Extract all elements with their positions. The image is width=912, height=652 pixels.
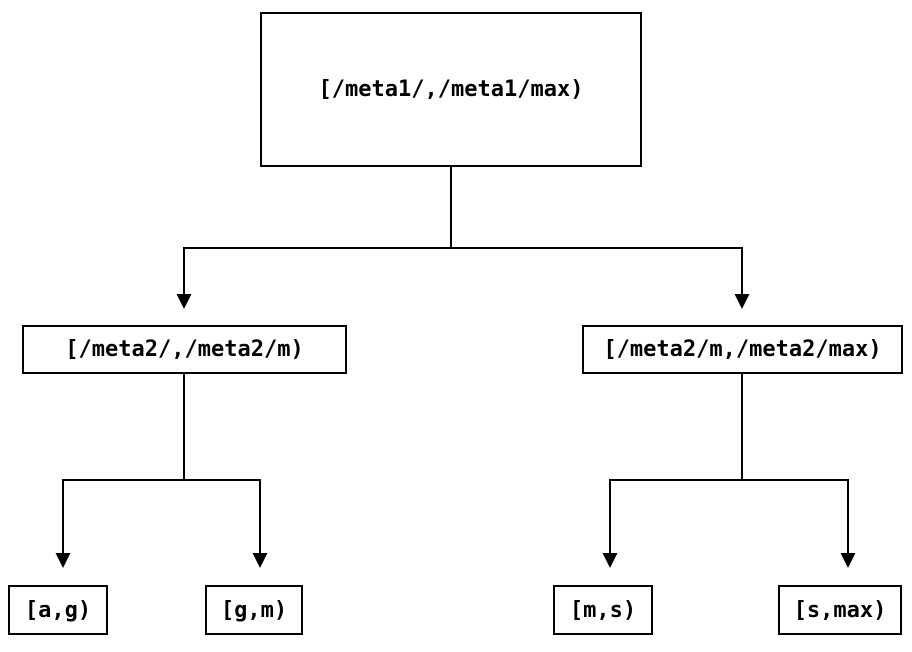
tree-node-leaf-gm: [g,m) — [205, 585, 303, 635]
tree-node-label: [/meta2/m,/meta2/max) — [603, 337, 882, 362]
arrow-down-icon — [176, 294, 192, 309]
tree-node-label: [/meta1/,/meta1/max) — [318, 77, 584, 102]
tree-node-label: [s,max) — [793, 597, 887, 623]
arrow-down-icon — [252, 553, 268, 568]
arrow-down-icon — [55, 553, 71, 568]
tree-node-root: [/meta1/,/meta1/max) — [260, 12, 642, 167]
tree-node-label: [/meta2/,/meta2/m) — [65, 337, 304, 362]
tree-node-label: [m,s) — [569, 597, 637, 623]
tree-node-leaf-ms: [m,s) — [553, 585, 653, 635]
tree-node-label: [a,g) — [24, 597, 92, 623]
tree-node-label: [g,m) — [220, 597, 288, 623]
tree-node-leaf-smax: [s,max) — [778, 585, 902, 635]
arrow-down-icon — [734, 294, 750, 309]
tree-node-leaf-ag: [a,g) — [8, 585, 108, 635]
tree-node-meta2-right: [/meta2/m,/meta2/max) — [582, 325, 903, 374]
arrow-down-icon — [602, 553, 618, 568]
tree-node-meta2-left: [/meta2/,/meta2/m) — [22, 325, 347, 374]
arrow-down-icon — [840, 553, 856, 568]
